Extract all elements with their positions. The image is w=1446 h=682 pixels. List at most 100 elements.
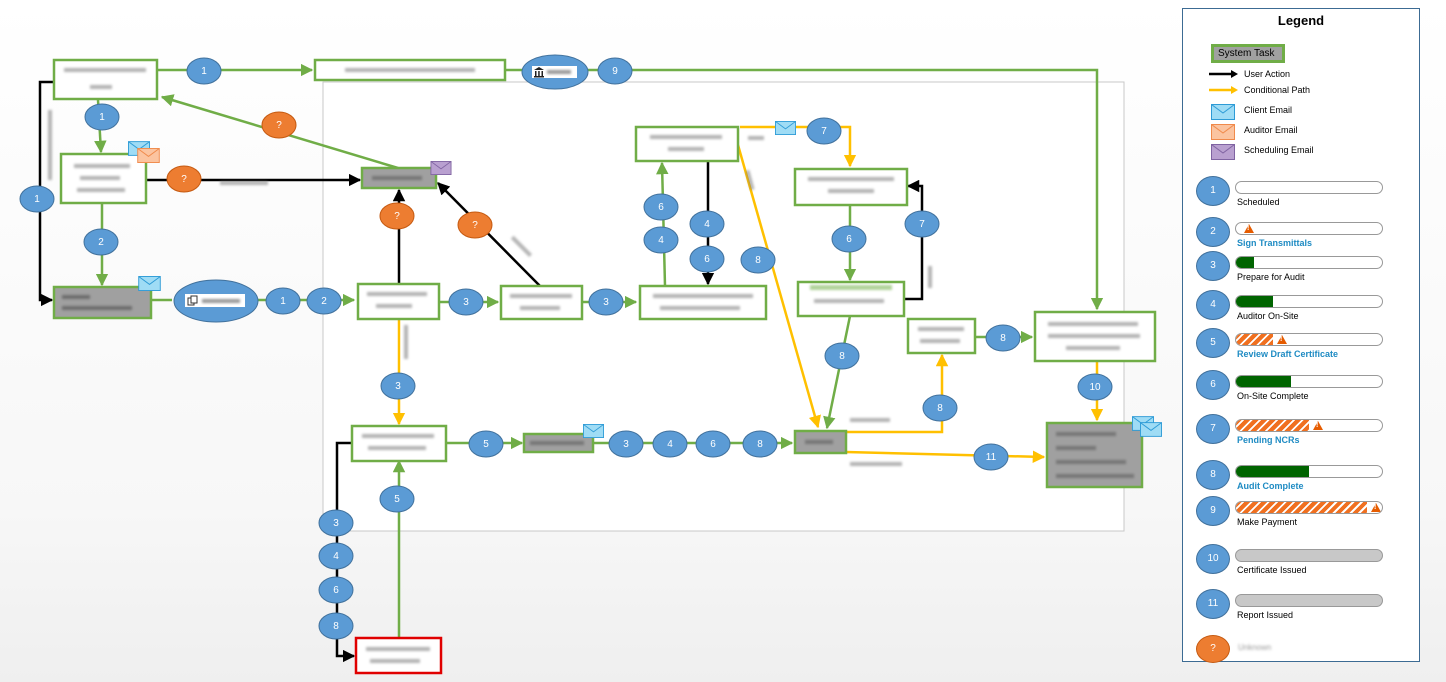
step-circle: 11 [973, 443, 1009, 471]
status-circle: 3 [1196, 251, 1230, 281]
status-label: Pending NCRs [1237, 435, 1300, 445]
unknown-step-label: ? [394, 211, 400, 222]
legend-user-action-label: User Action [1244, 69, 1291, 79]
step-number: 2 [98, 237, 104, 248]
legend-client-email-label: Client Email [1244, 105, 1293, 115]
status-label: On-Site Complete [1237, 391, 1309, 401]
step-circle: 2 [306, 287, 342, 315]
legend-auditor-email-label: Auditor Email [1244, 125, 1298, 135]
step-circle: 1 [19, 185, 55, 213]
step-number: 3 [603, 297, 609, 308]
step-circle: 6 [643, 193, 679, 221]
client-email-icon [1211, 104, 1235, 120]
step-circle: 8 [985, 324, 1021, 352]
step-number: 8 [757, 439, 763, 450]
status-circle: 5 [1196, 328, 1230, 358]
status-progress-fill [1236, 334, 1273, 345]
status-label: Scheduled [1237, 197, 1280, 207]
warning-icon [1244, 224, 1254, 233]
step-circle: 7 [904, 210, 940, 238]
step-number: 3 [463, 297, 469, 308]
status-circle: 8 [1196, 460, 1230, 490]
status-progress-bar [1235, 465, 1383, 478]
status-progress-bar [1235, 333, 1383, 346]
warning-icon [1313, 421, 1323, 430]
task-boxes [48, 58, 1157, 675]
step-circle: 6 [695, 430, 731, 458]
step-number: 6 [333, 585, 339, 596]
status-label: Certificate Issued [1237, 565, 1307, 575]
status-label: Sign Transmittals [1237, 238, 1313, 248]
unknown-step-circle: ? [379, 202, 415, 230]
status-label: Report Issued [1237, 610, 1294, 620]
step-circle: 9 [597, 57, 633, 85]
step-circle: 8 [922, 394, 958, 422]
client-email-icon [138, 276, 161, 291]
status-circle: 7 [1196, 414, 1230, 444]
task-box-review [906, 317, 977, 355]
step-circle: 8 [824, 342, 860, 370]
status-circle: 10 [1196, 544, 1230, 574]
conditional-path-arrow-icon [1209, 86, 1238, 94]
status-progress-fill [1236, 502, 1368, 513]
task-box-auditor-update [354, 636, 443, 675]
status-progress-bar [1235, 256, 1383, 269]
step-circle: 2 [83, 228, 119, 256]
step-number: 8 [1000, 333, 1006, 344]
step-circle: 5 [379, 485, 415, 513]
step-circle: 6 [689, 245, 725, 273]
task-box-prepare [356, 282, 441, 321]
step-circle: 3 [318, 509, 354, 537]
step-number: 4 [704, 219, 710, 230]
step-number: 1 [34, 194, 40, 205]
unknown-step-circle: ? [166, 165, 202, 193]
status-progress-fill [1236, 296, 1273, 307]
step-number: 4 [333, 551, 339, 562]
step-circle: 7 [806, 117, 842, 145]
step-circle: 6 [318, 576, 354, 604]
user-action-arrow-icon [1209, 70, 1238, 78]
unknown-step-circle: ? [261, 111, 297, 139]
status-label: Audit Complete [1237, 481, 1304, 491]
client-email-icon [1140, 422, 1162, 437]
legend-unknown-circle: ? [1196, 635, 1230, 663]
task-box-pending-ncr [793, 167, 909, 207]
step-circle: 1 [265, 287, 301, 315]
step-number: 8 [839, 351, 845, 362]
step-circle: 8 [740, 246, 776, 274]
step-circle: 8 [742, 430, 778, 458]
status-progress-bar [1235, 295, 1383, 308]
status-label: Auditor On-Site [1237, 311, 1299, 321]
task-box-draft-cert [350, 424, 448, 463]
status-progress-fill [1236, 420, 1309, 431]
status-circle: 2 [1196, 217, 1230, 247]
status-label: Review Draft Certificate [1237, 349, 1339, 359]
step-number: 7 [919, 219, 925, 230]
task-box-audit-plan [52, 285, 153, 320]
step-number: 10 [1089, 382, 1101, 393]
auditor-email-icon [1211, 124, 1235, 140]
step-circle: 4 [318, 542, 354, 570]
bank-icon [534, 67, 544, 78]
status-progress-fill [1236, 376, 1292, 387]
step-number: 11 [986, 452, 997, 463]
legend-unknown-label: Unknown [1238, 643, 1272, 652]
status-progress-bar [1235, 222, 1383, 235]
status-circle: 6 [1196, 370, 1230, 400]
step-number: 8 [937, 403, 943, 414]
unknown-step-label: ? [276, 120, 282, 131]
auditor-email-icon [137, 148, 160, 163]
task-box-ncr-review [634, 125, 740, 163]
step-circle: 4 [652, 430, 688, 458]
scheduling-email-icon [430, 161, 452, 175]
step-circle: 3 [380, 372, 416, 400]
status-label: Prepare for Audit [1237, 272, 1305, 282]
status-progress-bar [1235, 501, 1383, 514]
step-circle: 4 [643, 226, 679, 254]
status-progress-bar [1235, 594, 1383, 607]
step-number: 5 [394, 494, 400, 505]
step-number: 4 [658, 235, 664, 246]
step-number: 3 [623, 439, 629, 450]
